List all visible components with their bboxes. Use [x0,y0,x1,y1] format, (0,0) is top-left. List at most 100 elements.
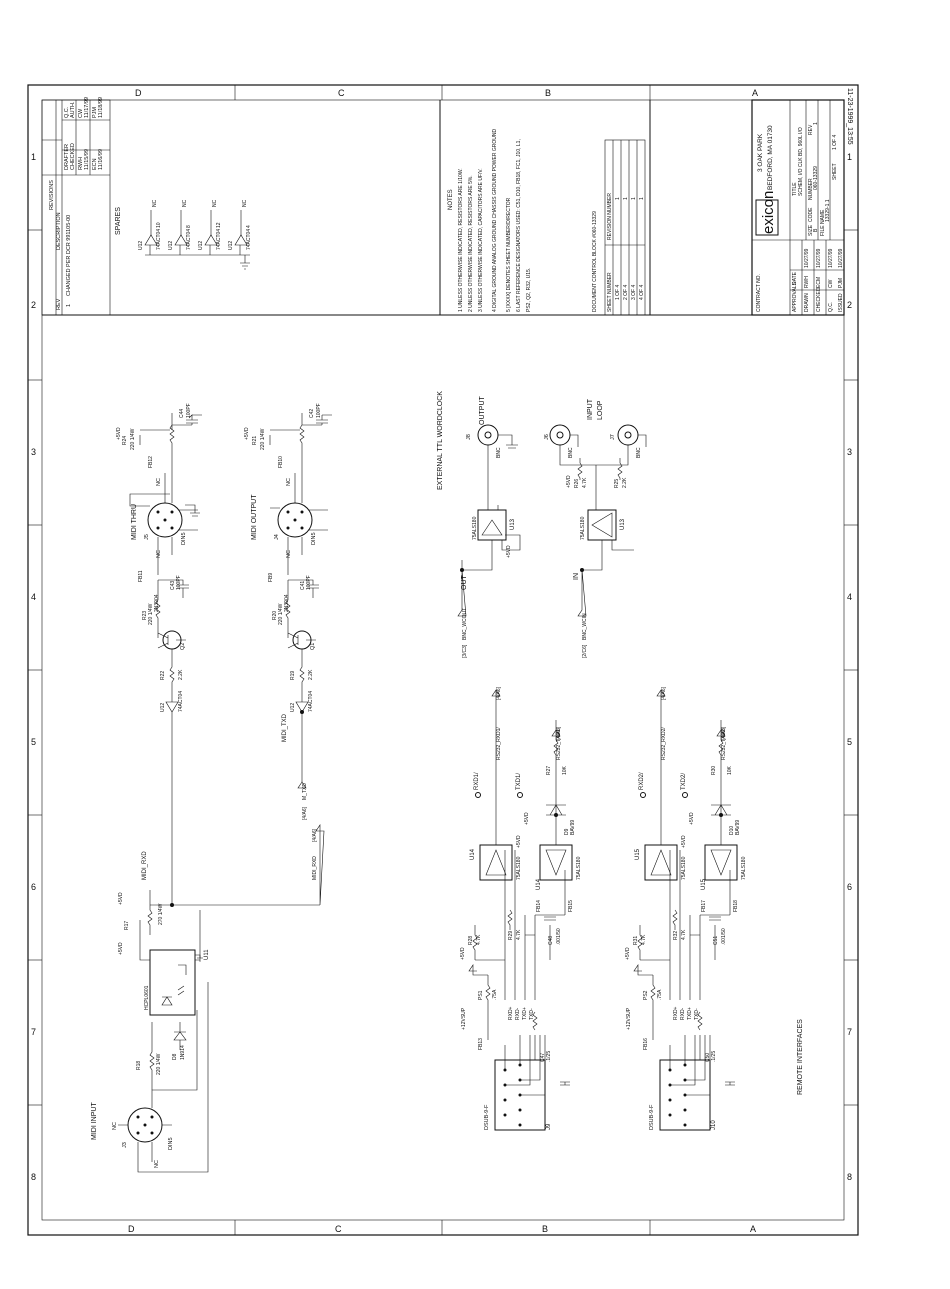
u11-part: HCPL0601 [144,985,150,1010]
j6-bnc: BNC [568,447,574,458]
midi-output-jack-ref: J4 [274,534,280,540]
c41-ref: C41 [300,581,306,590]
txd2-label: TXD2/ [681,773,687,790]
company-logo: exicon [760,191,777,234]
wc-in-label: IN [573,573,580,580]
row-right-2: 2 [847,300,852,310]
fb10-ref: FB10 [278,456,284,468]
spare-u12-d-ref: U12 [228,241,234,250]
rev-value: 1 [813,122,819,125]
c44-ref: C44 [179,409,185,418]
rev-row-desc: CHANGED PER DCR 991105-00 [66,215,72,296]
sig-txd-minus-2: TXD- [694,1008,700,1020]
r23-value: 220 1/4W [148,603,154,625]
r31-pwr: +5VD [625,947,631,960]
company-address-1: 3 OAK PARK [757,133,764,172]
sheet-inner-border [41,99,845,1221]
qc-by: CW [828,279,834,288]
r31-value: 4.7K [641,934,647,945]
spare-u12-a-pin: 10 [156,222,162,228]
rs232-rxd2-net: RS232_RXD2/ [661,727,667,760]
rs232-txd1-ref: [4/A6] [556,726,562,740]
r24-value: 220 1/4W [130,428,136,450]
midi-input-title: MIDI INPUT [91,1102,98,1140]
spare-u12-d-pin: 4 [246,225,252,228]
size-label: SIZE [808,224,814,236]
note-4: 4 DIGITAL GROUND ANALOG GROUND CHASSIS G… [492,129,498,312]
ecn-col-label: ECN [92,158,98,170]
r24-ref: R24 [122,436,128,445]
j7-ref: J7 [610,434,616,440]
r22-ref: R22 [160,671,166,680]
ps2-value: .75A [657,989,663,1000]
zone-bottom-b: B [542,1224,548,1234]
u11-optocoupler [149,949,196,1016]
row-right-6: 6 [847,882,852,892]
fb17-ref: FB17 [701,900,707,912]
u14-part-b: 75ALS180 [576,856,582,880]
wc-in-pwr: +5VD [566,475,572,488]
r25-ref: R25 [614,479,620,488]
j6-ref: J6 [544,434,550,440]
drawn-label: DRAWN [804,293,810,312]
fb13-ref: FB13 [478,1038,484,1050]
wc-out-ref: [3/C3] [462,644,468,658]
rev-label: REV [808,124,814,135]
rxd2-testpoint [640,792,646,798]
row-left-7: 7 [31,1027,36,1037]
qc-date: 10/27/99 [828,248,834,268]
ps2-pwr: +12VSUP [626,1007,632,1030]
spares-title: SPARES [115,207,122,235]
r17-ref: R17 [124,921,130,930]
sig-rxd-minus-2: RXD- [680,1007,686,1020]
spares-block: SPARES U12 74ACT04 10 NC U12 74ACT04 8 N… [115,199,252,270]
file-name-value: 13329-1.1 [825,199,831,222]
rxd2-label: RXD2/ [639,772,645,790]
u13-pwr-out: +5VD [506,545,512,558]
midi-txd-ref: [4/A6] [302,806,308,820]
rs232-txd2-ref: [4/A6] [721,726,727,740]
j10-ref: J10 [711,1120,717,1130]
u12-out-ref: U12 [290,703,296,712]
u13-ref-in: U13 [620,518,626,530]
midi-txd-label: MIDI_TXD [282,713,288,742]
u12-thru-ref: U12 [160,703,166,712]
c50-ref: C50 [705,1053,711,1062]
pjm-col-label: PJM [92,107,98,118]
rxd1-testpoint [475,792,481,798]
sig-txd-plus-2: TXD+ [687,1007,693,1020]
spare-u12-c-part: 74ACT04 [216,229,222,250]
r18-value: 220 1/4W [156,1053,162,1075]
sig-rxd-minus-1: RXD- [515,1007,521,1020]
r17-pwr: +5VD [118,892,124,905]
midi-input-nc-bot: NC [154,1160,160,1168]
u13-driver [477,509,507,541]
u14-ref-b: U14 [536,878,542,890]
r30-ref: R30 [711,766,717,775]
file-name-label: FILE NAME [820,209,826,236]
midi-input-nc-left: NC [112,1122,118,1130]
desc-col-label: DESCRIPTION [56,212,62,250]
notes-block: NOTES 1 UNLESS OTHERWISE INDICATED, RESI… [448,129,598,312]
row-left-5: 5 [31,737,36,747]
midi-thru-nc-top: NC [156,478,162,486]
zone-top-c: C [338,88,345,98]
wc-loop-label: LOOP [597,400,604,420]
r27-ref: R27 [546,766,552,775]
wc-in-ref: [2/C6] [582,644,588,658]
sheet-row-3: 3 OF 4 [631,284,637,300]
sheet-label: SHEET [832,163,838,180]
note-2: 2 UNLESS OTHERWISE INDICATED, RESISTORS … [468,175,474,312]
q1-part: 2N3904 [284,594,290,612]
sheet-revision-table: SHEET NUMBER REVISION NUMBER 1 OF 4 1 2 … [604,139,646,316]
q2-part: 2N3904 [154,594,160,612]
issued-by: PJM [838,278,844,288]
midi-input-jack-type: DIN5 [168,1137,174,1150]
ps2-ref: PS2 [643,990,649,1000]
note-7: PS2, Q2, R32, U15. [526,268,532,312]
rs232-rxd1-ref: [4/A6] [496,686,502,700]
notes-title: NOTES [448,189,454,210]
r29-value: 4.7K [516,929,522,940]
c47-ref: C47 [540,1053,546,1062]
